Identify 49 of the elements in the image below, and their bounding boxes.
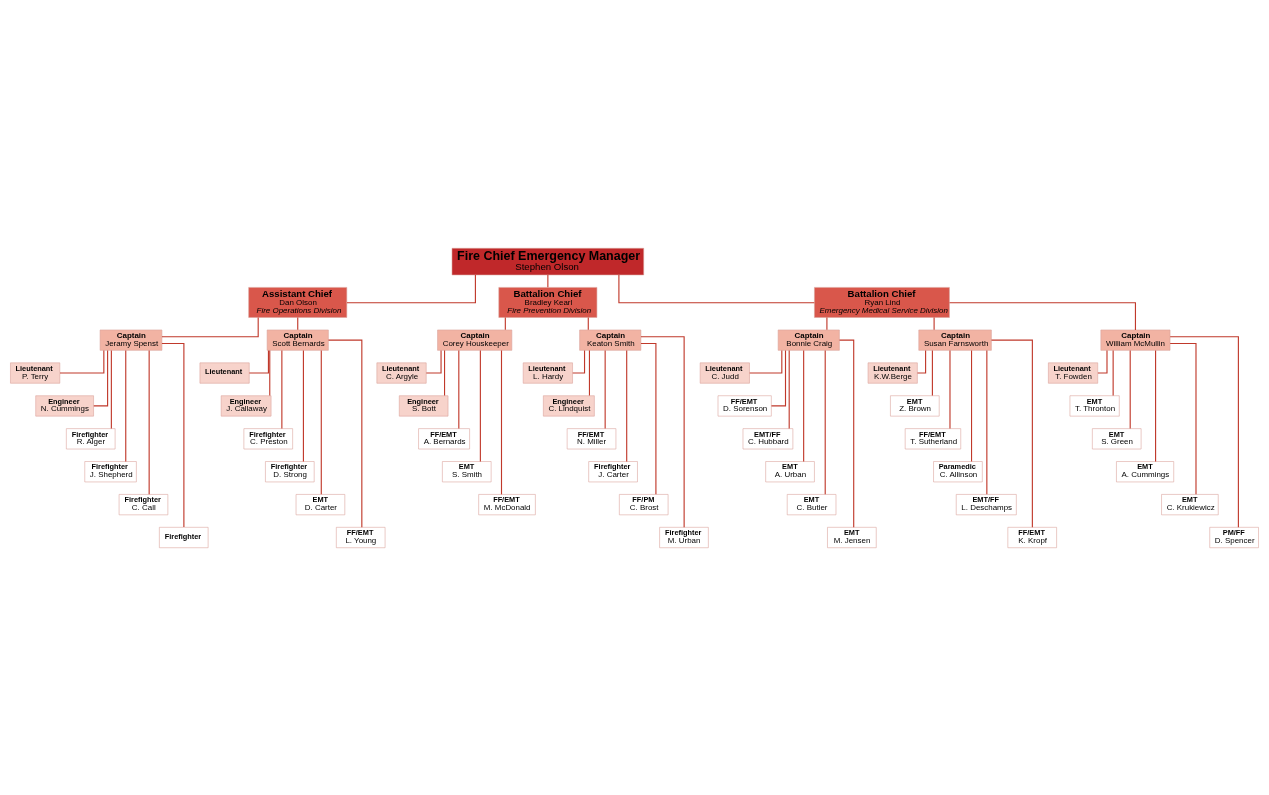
- connector: [826, 316, 828, 330]
- connector: [948, 301, 1136, 330]
- connector: [1097, 349, 1108, 374]
- connector: [59, 349, 105, 374]
- connector: [248, 349, 269, 374]
- connector: [788, 349, 790, 429]
- connector: [425, 349, 442, 374]
- connector: [990, 339, 1033, 528]
- connector: [458, 349, 460, 429]
- connector: [838, 339, 855, 528]
- connector: [933, 316, 935, 330]
- connector: [626, 349, 628, 462]
- connector: [547, 273, 549, 288]
- connector: [749, 349, 783, 374]
- connector: [500, 349, 503, 495]
- connector: [125, 349, 127, 462]
- connector: [949, 349, 951, 429]
- connector: [93, 349, 109, 406]
- node-box: Fire Chief Emergency Manager Stephen Olson: [451, 247, 644, 275]
- connector: [1155, 349, 1157, 462]
- connector: [346, 274, 476, 303]
- connector: [970, 349, 973, 462]
- connector: [479, 349, 481, 462]
- connector: [640, 342, 657, 495]
- connector: [281, 349, 283, 429]
- connector: [931, 349, 933, 396]
- connector: [110, 349, 112, 429]
- connector: [269, 349, 271, 396]
- connector: [1169, 335, 1239, 528]
- connector: [640, 335, 685, 528]
- connector: [148, 349, 150, 495]
- connector: [320, 349, 322, 495]
- connector: [1169, 342, 1197, 495]
- connector: [572, 349, 586, 374]
- connector: [327, 339, 363, 528]
- connector: [986, 349, 988, 495]
- connector: [770, 349, 787, 406]
- connector: [1129, 349, 1131, 429]
- connector: [444, 349, 446, 396]
- connector: [618, 274, 815, 303]
- connector: [161, 342, 185, 528]
- connector: [1112, 349, 1114, 396]
- connector: [824, 349, 826, 495]
- connector: [803, 349, 805, 462]
- connector: [302, 349, 304, 462]
- connector: [161, 316, 259, 337]
- connector: [916, 349, 927, 374]
- connector: [604, 349, 606, 429]
- connector: [588, 349, 591, 396]
